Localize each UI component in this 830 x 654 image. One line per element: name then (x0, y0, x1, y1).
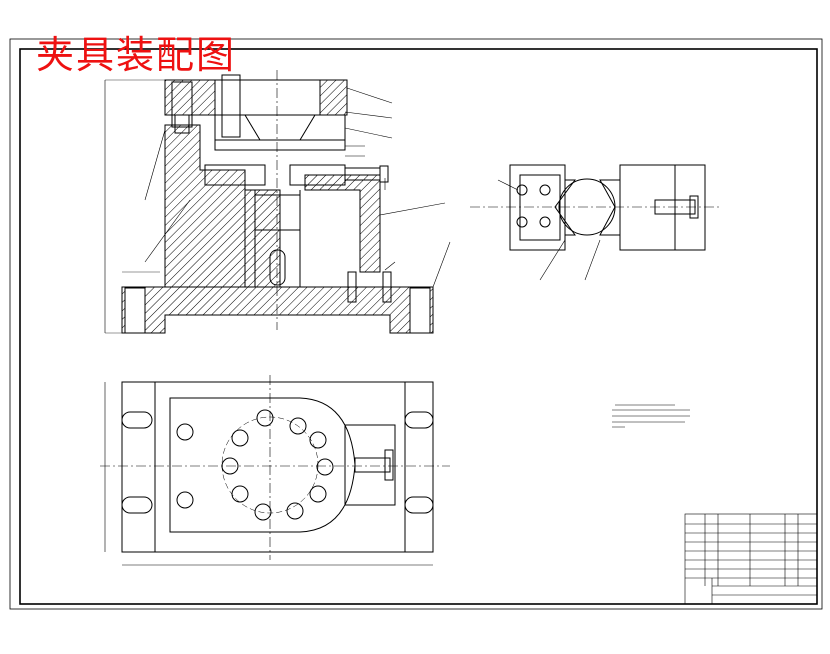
outer-border (9, 38, 823, 610)
title-block (684, 513, 818, 605)
technical-notes (612, 404, 690, 428)
drawing-title: 夹具装配图 (36, 33, 237, 77)
bolt-circle (221, 409, 334, 521)
front-section-view (104, 70, 451, 334)
top-view (100, 375, 450, 566)
inner-border (19, 48, 818, 605)
side-view (470, 164, 720, 281)
